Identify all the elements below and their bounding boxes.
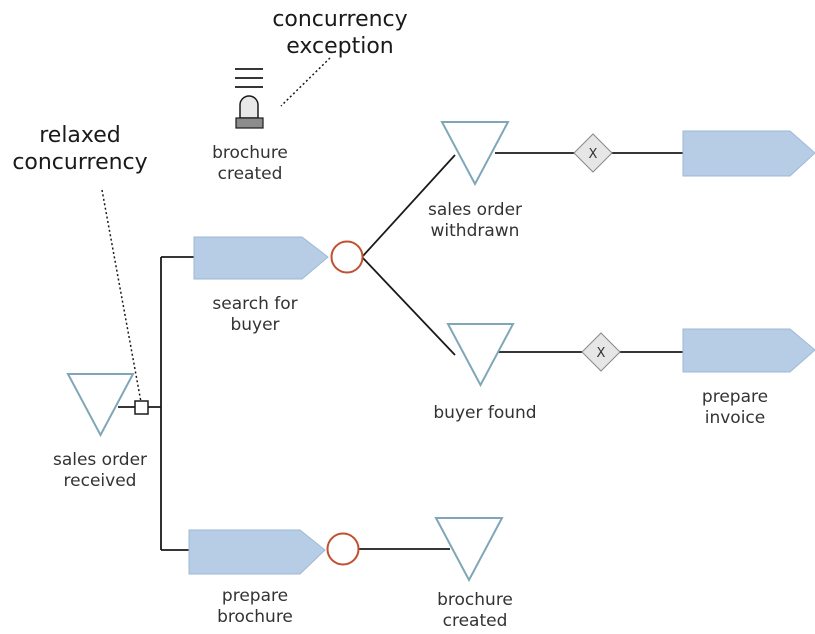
line-to-buyer-found <box>361 256 456 356</box>
xor-connector-bottom[interactable] <box>581 332 621 372</box>
label-search-for-buyer: search for buyer <box>212 294 298 335</box>
label-brochure-created-bottom: brochure created <box>437 590 513 631</box>
function-search-for-buyer[interactable] <box>193 236 329 280</box>
function-unnamed[interactable] <box>682 130 815 177</box>
leader-concurrency-exception <box>280 57 331 107</box>
line-to-sales-order-withdrawn <box>361 154 456 258</box>
alarm-bell-icon <box>235 68 264 129</box>
function-prepare-brochure[interactable] <box>188 529 326 575</box>
event-sales-order-received[interactable] <box>66 373 135 438</box>
label-brochure-created-top: brochure created <box>212 143 288 184</box>
function-prepare-invoice[interactable] <box>682 328 815 373</box>
relaxed-concurrency-marker <box>134 400 149 415</box>
annotation-concurrency-exception: concurrency exception <box>272 7 408 59</box>
label-prepare-invoice: prepare invoice <box>701 387 769 428</box>
label-sales-order-withdrawn: sales order withdrawn <box>427 200 523 241</box>
annotation-relaxed-concurrency: relaxed concurrency <box>12 123 148 175</box>
event-brochure-created[interactable] <box>434 517 504 583</box>
label-buyer-found: buyer found <box>433 403 537 423</box>
xor-bottom-label: X <box>597 346 606 361</box>
xor-top-label: X <box>589 147 598 162</box>
and-connector-top[interactable] <box>330 240 364 274</box>
label-sales-order-received: sales order received <box>52 450 148 491</box>
and-connector-bottom[interactable] <box>326 532 360 566</box>
event-sales-order-withdrawn[interactable] <box>440 121 510 187</box>
label-prepare-brochure: prepare brochure <box>217 586 293 627</box>
leader-relaxed-concurrency <box>101 189 142 403</box>
xor-connector-top[interactable] <box>573 133 613 173</box>
event-buyer-found[interactable] <box>446 323 515 388</box>
